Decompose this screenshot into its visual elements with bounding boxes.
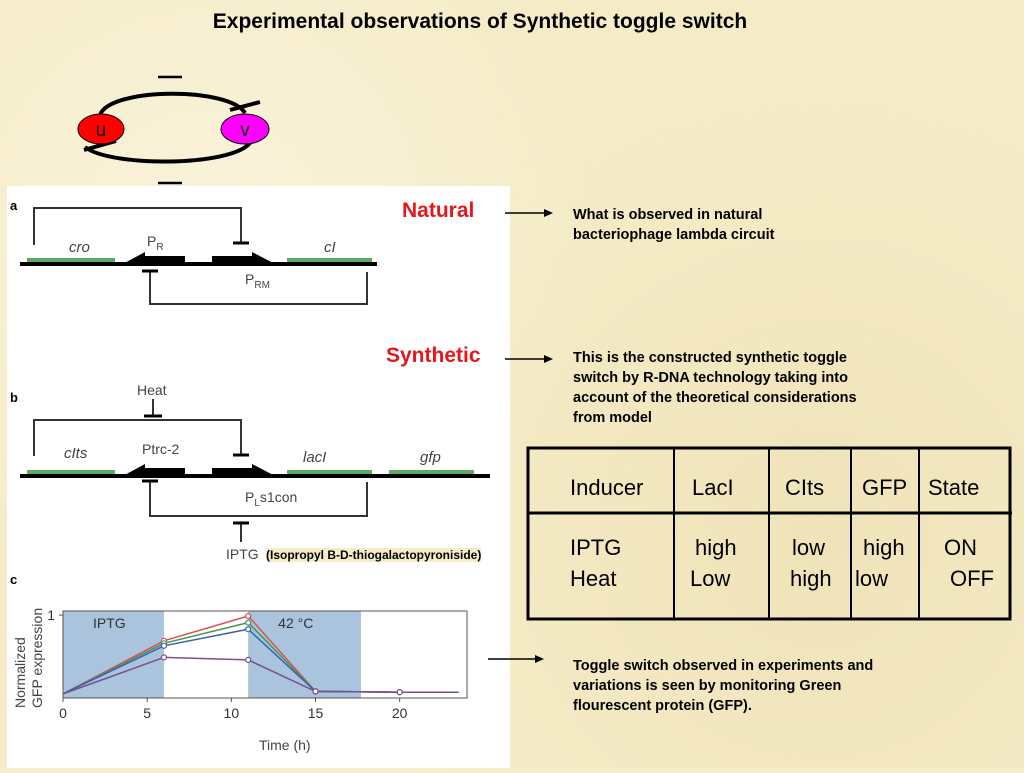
synthetic-label: Synthetic xyxy=(386,344,481,367)
table-row2-laci: Low xyxy=(690,566,730,591)
heat-label: Heat xyxy=(137,382,167,398)
table-row1-state: ON xyxy=(944,535,977,560)
arrow-natural xyxy=(505,209,553,217)
gene-cro-bar xyxy=(27,258,115,262)
repression-line-cits xyxy=(33,419,242,456)
chart-point-3-4 xyxy=(396,689,403,696)
chart-point-3-3 xyxy=(312,688,319,695)
chart-point-0-2 xyxy=(245,612,252,620)
arrow-gfp-head xyxy=(535,655,544,663)
gene-cro-label: cro xyxy=(69,239,90,256)
chart-region-label-0: IPTG xyxy=(93,615,126,631)
chart-xtick-label-3: 15 xyxy=(308,705,324,721)
node-v-label: v xyxy=(240,120,250,141)
chart-xtick-label-0: 0 xyxy=(59,705,67,721)
chart-region-1 xyxy=(248,611,361,698)
chart-ylabel-line1: Normalized xyxy=(12,637,28,708)
genetic-circuit-figure: a cro cI PR PRM b Heat cIts lacI gfp Ptr… xyxy=(10,198,490,753)
gfp-chart: IPTG 42 °C 0 5 10 15 20 1 xyxy=(47,607,468,721)
chart-point-2-1 xyxy=(160,642,168,649)
arc-v-to-u xyxy=(83,141,252,164)
gene-ci-bar xyxy=(287,258,372,262)
table-row2-cits: high xyxy=(790,566,832,591)
promoter-prm-block xyxy=(212,256,252,266)
chart-xtick-label-1: 5 xyxy=(143,705,151,721)
promoter-pl-label: PLs1con xyxy=(245,489,297,509)
panel-b-letter: b xyxy=(10,390,18,405)
figure-panel: a cro cI PR PRM b Heat cIts lacI gfp Ptr… xyxy=(7,186,510,768)
table-header-cits: CIts xyxy=(785,475,824,500)
chart-frame xyxy=(62,610,468,699)
iptg-note: (Isopropyl B-D-thiogalactopyroniside) xyxy=(266,548,482,562)
table-row2-gfp: low xyxy=(855,566,888,591)
gene-ci-label: cI xyxy=(324,239,336,256)
panel-a-letter: a xyxy=(10,198,18,213)
toggle-schematic: u v xyxy=(77,75,270,185)
arrow-synthetic xyxy=(505,355,553,363)
node-v xyxy=(220,113,270,145)
chart-series-line-3 xyxy=(62,656,459,695)
promoter-ptrc-label: Ptrc-2 xyxy=(142,441,180,457)
table-row1-inducer: IPTG xyxy=(570,535,621,560)
arc-u-to-v xyxy=(98,91,247,117)
node-u xyxy=(77,113,125,145)
slide-title: Experimental observations of Synthetic t… xyxy=(212,10,748,33)
repression-line-laci xyxy=(149,482,368,517)
promoter-pl-block xyxy=(212,468,252,478)
promoter-pr-label: PR xyxy=(147,233,164,253)
chart-point-3-1 xyxy=(160,654,168,661)
chart-point-3-2 xyxy=(245,656,252,663)
promoter-ptrc-block xyxy=(145,468,185,478)
promoter-pr-arrow xyxy=(119,252,145,266)
repression-line-cro xyxy=(33,207,242,245)
chart-point-1-2 xyxy=(245,619,252,626)
table-row2-state: OFF xyxy=(950,566,994,591)
gene-cits-bar xyxy=(27,470,115,474)
table-header-gfp: GFP xyxy=(862,475,907,500)
arrow-synthetic-head xyxy=(544,355,553,363)
inducer-table: Inducer LacI CIts GFP State IPTG high lo… xyxy=(526,446,1012,621)
natural-label: Natural xyxy=(402,199,475,222)
promoter-pr-block xyxy=(145,256,185,266)
repressor-tbar-v xyxy=(229,100,261,112)
gene-cits-label: cIts xyxy=(64,445,88,462)
node-u-label: u xyxy=(96,120,107,141)
chart-xtick-label-2: 10 xyxy=(224,705,240,721)
table-header-laci: LacI xyxy=(692,475,734,500)
chart-region-label-1: 42 °C xyxy=(278,615,313,631)
repression-line-ci xyxy=(149,272,368,305)
synthetic-description: This is the constructed synthetic toggle… xyxy=(573,350,857,426)
arrow-gfp xyxy=(488,655,544,663)
promoter-pl-arrow xyxy=(252,464,279,478)
iptg-label: IPTG xyxy=(226,546,259,562)
table-header-inducer: Inducer xyxy=(570,475,643,500)
gene-laci-label: lacI xyxy=(303,449,326,466)
promoter-ptrc-arrow xyxy=(119,464,145,478)
chart-ytick-label-0: 1 xyxy=(47,607,55,623)
table-row1-cits: low xyxy=(792,535,825,560)
gene-gfp-bar xyxy=(389,470,474,474)
chart-ylabel-line2: GFP expression xyxy=(29,608,45,708)
panel-c-letter: c xyxy=(10,572,17,587)
chart-point-2-2 xyxy=(245,626,252,633)
table-row2-inducer: Heat xyxy=(570,566,616,591)
chart-xtick-label-4: 20 xyxy=(392,705,408,721)
chart-xlabel: Time (h) xyxy=(259,737,311,753)
table-row1-gfp: high xyxy=(863,535,905,560)
promoter-prm-arrow xyxy=(252,252,279,266)
natural-description: What is observed in natural bacteriophag… xyxy=(573,207,775,243)
gene-gfp-label: gfp xyxy=(420,449,441,466)
table-row1-laci: high xyxy=(695,535,737,560)
table-header-state: State xyxy=(928,475,979,500)
arrow-natural-head xyxy=(544,209,553,217)
gfp-description: Toggle switch observed in experiments an… xyxy=(573,658,874,714)
gene-laci-bar xyxy=(287,470,372,474)
promoter-prm-label: PRM xyxy=(245,271,270,291)
